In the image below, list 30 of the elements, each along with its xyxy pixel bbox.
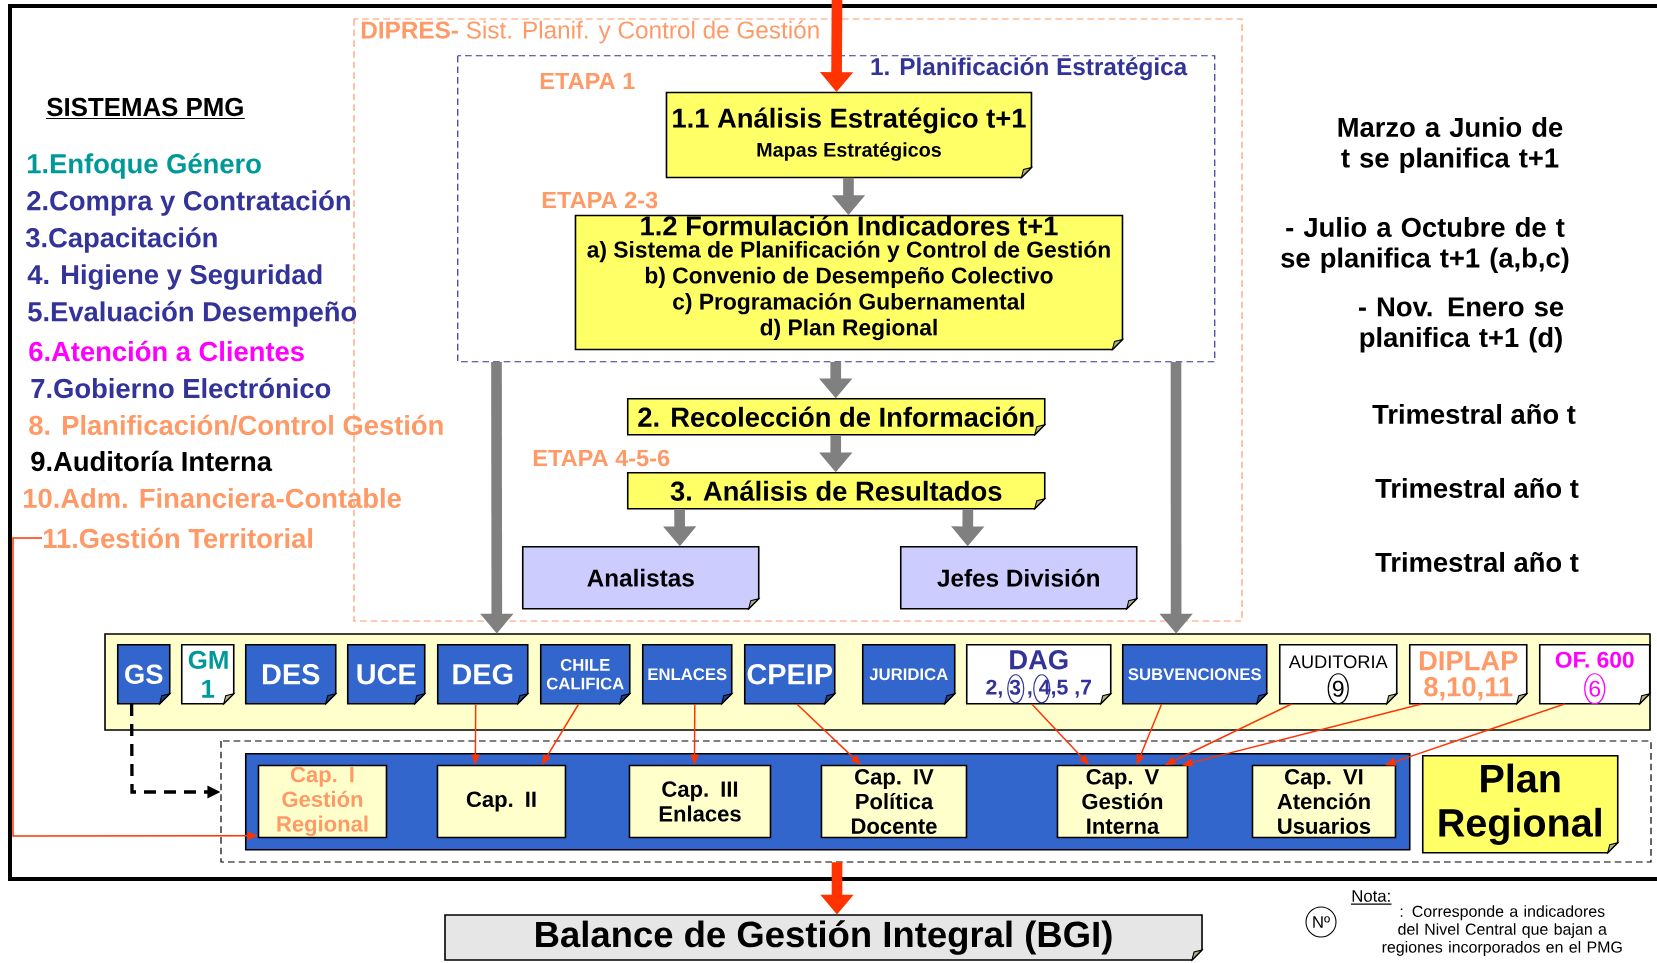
note-text: : Corresponde a indicadores del Nivel Central que bajan a regiones incorporados en el PMG	[1382, 905, 1622, 956]
list-item: 4. Higiene y Seguridad	[27, 264, 322, 290]
dashed-frame	[220, 740, 1652, 863]
list-item: 3.Capacitación	[25, 227, 217, 253]
chapter-box: Cap. V Gestión Interna	[1056, 764, 1189, 839]
stage-label: ETAPA 4-5-6	[533, 449, 670, 467]
chapter-box: Cap. IV Política Docente	[820, 764, 968, 839]
list-item: 2.Compra y Contratación	[27, 190, 350, 216]
stage-label: ETAPA 1	[540, 72, 635, 90]
list-item: 11.Gestión Territorial	[44, 527, 312, 549]
chapter-box: Cap. VI Atención Usuarios	[1251, 764, 1397, 839]
schedule-note: - Nov. Enero se planifica t+1 (d)	[1358, 297, 1564, 353]
list-item: 6.Atención a Clientes	[29, 340, 304, 362]
schedule-note: - Julio a Octubre de t se planifica t+1 (a,b,c)	[1281, 216, 1569, 274]
list-item: 1.Enfoque Género	[28, 153, 261, 179]
note-heading: Nota:	[1350, 890, 1393, 905]
list-item: 5.Evaluación Desempeño	[28, 301, 357, 327]
schedule-note: Marzo a Junio de t se planifica t+1	[1338, 116, 1563, 174]
list-item: 10.Adm. Financiera-Contable	[24, 487, 401, 509]
list-item: 7.Gobierno Electrónico	[31, 377, 331, 399]
chapter-box: Cap. III Enlaces	[628, 764, 772, 839]
chapter-box: Cap. II	[436, 764, 567, 839]
chapter-box: Cap. I Gestión Regional	[257, 764, 388, 839]
heading: SISTEMAS PMG	[45, 97, 246, 119]
schedule-note: Trimestral año t	[1375, 477, 1579, 499]
stage-label: ETAPA 2-3	[542, 191, 658, 209]
list-item: 9.Auditoría Interna	[31, 450, 273, 472]
schedule-note: Trimestral año t	[1372, 403, 1576, 425]
list-item: 8. Planificación/Control Gestión	[29, 414, 443, 436]
schedule-note: Trimestral año t	[1375, 551, 1579, 573]
